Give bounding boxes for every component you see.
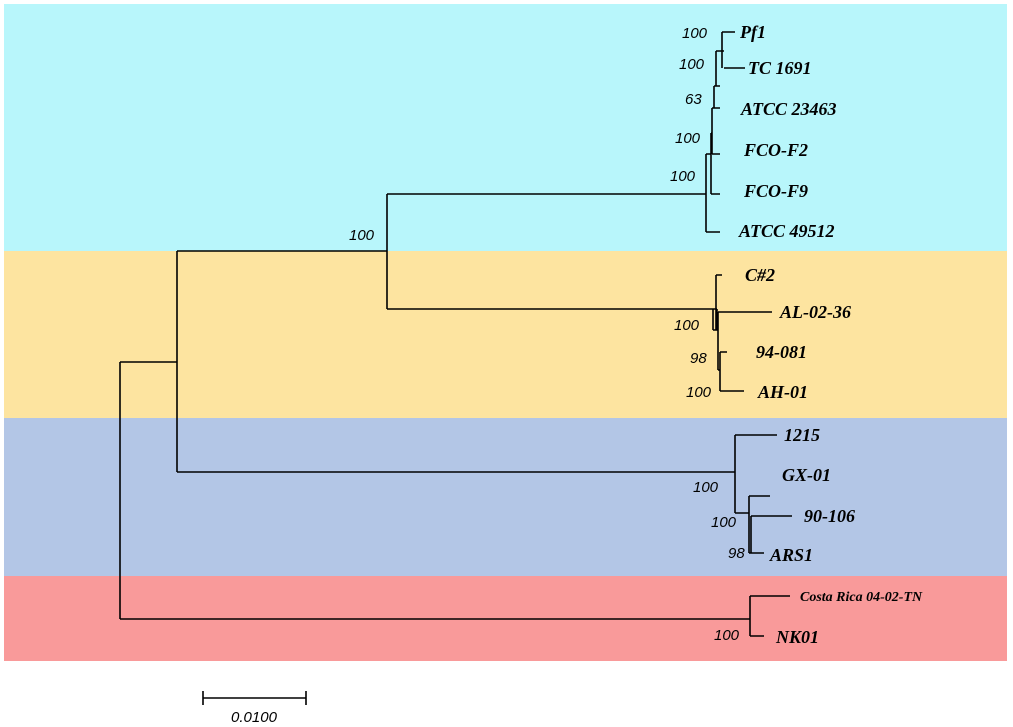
taxon-label: 94-081 [756, 342, 807, 362]
taxon-label: ATCC 23463 [740, 99, 837, 119]
bootstrap-value: 100 [674, 317, 700, 334]
taxon-label: C#2 [745, 265, 775, 285]
taxon-label: FCO-F2 [743, 140, 808, 160]
clade-bands [4, 4, 1007, 661]
taxon-label: GX-01 [782, 465, 831, 485]
taxon-label: TC 1691 [748, 58, 812, 78]
bootstrap-value: 63 [685, 91, 702, 108]
taxon-label: AH-01 [757, 382, 808, 402]
clade-band-yellow [4, 251, 1007, 418]
taxon-label: AL-02-36 [779, 302, 851, 322]
bootstrap-value: 100 [682, 25, 708, 42]
taxon-label: 90-106 [804, 506, 855, 526]
taxon-label: NK01 [775, 627, 819, 647]
tree-branches [119, 31, 792, 637]
taxon-label: Pf1 [739, 22, 766, 42]
bootstrap-value: 100 [670, 168, 696, 185]
taxon-label: ARS1 [769, 545, 813, 565]
scale-bar: 0.0100 [202, 691, 307, 726]
bootstrap-value: 98 [690, 350, 707, 367]
taxon-labels: Pf1 TC 1691 ATCC 23463 FCO-F2 FCO-F9 ATC… [738, 22, 923, 647]
taxon-label: Costa Rica 04-02-TN [800, 590, 923, 605]
bootstrap-values: 100 100 63 100 100 100 100 98 100 100 10… [349, 25, 745, 644]
bootstrap-value: 100 [693, 479, 719, 496]
bootstrap-value: 98 [728, 545, 745, 562]
clade-band-blue [4, 418, 1007, 576]
scale-bar-line [202, 691, 307, 705]
scale-bar-label: 0.0100 [231, 709, 278, 726]
bootstrap-value: 100 [679, 56, 705, 73]
bootstrap-value: 100 [686, 384, 712, 401]
bootstrap-value: 100 [349, 227, 375, 244]
bootstrap-value: 100 [675, 130, 701, 147]
bootstrap-value: 100 [714, 627, 740, 644]
taxon-label: FCO-F9 [743, 181, 808, 201]
taxon-label: 1215 [784, 425, 820, 445]
clade-band-cyan [4, 4, 1007, 251]
taxon-label: ATCC 49512 [738, 221, 835, 241]
bootstrap-value: 100 [711, 514, 737, 531]
